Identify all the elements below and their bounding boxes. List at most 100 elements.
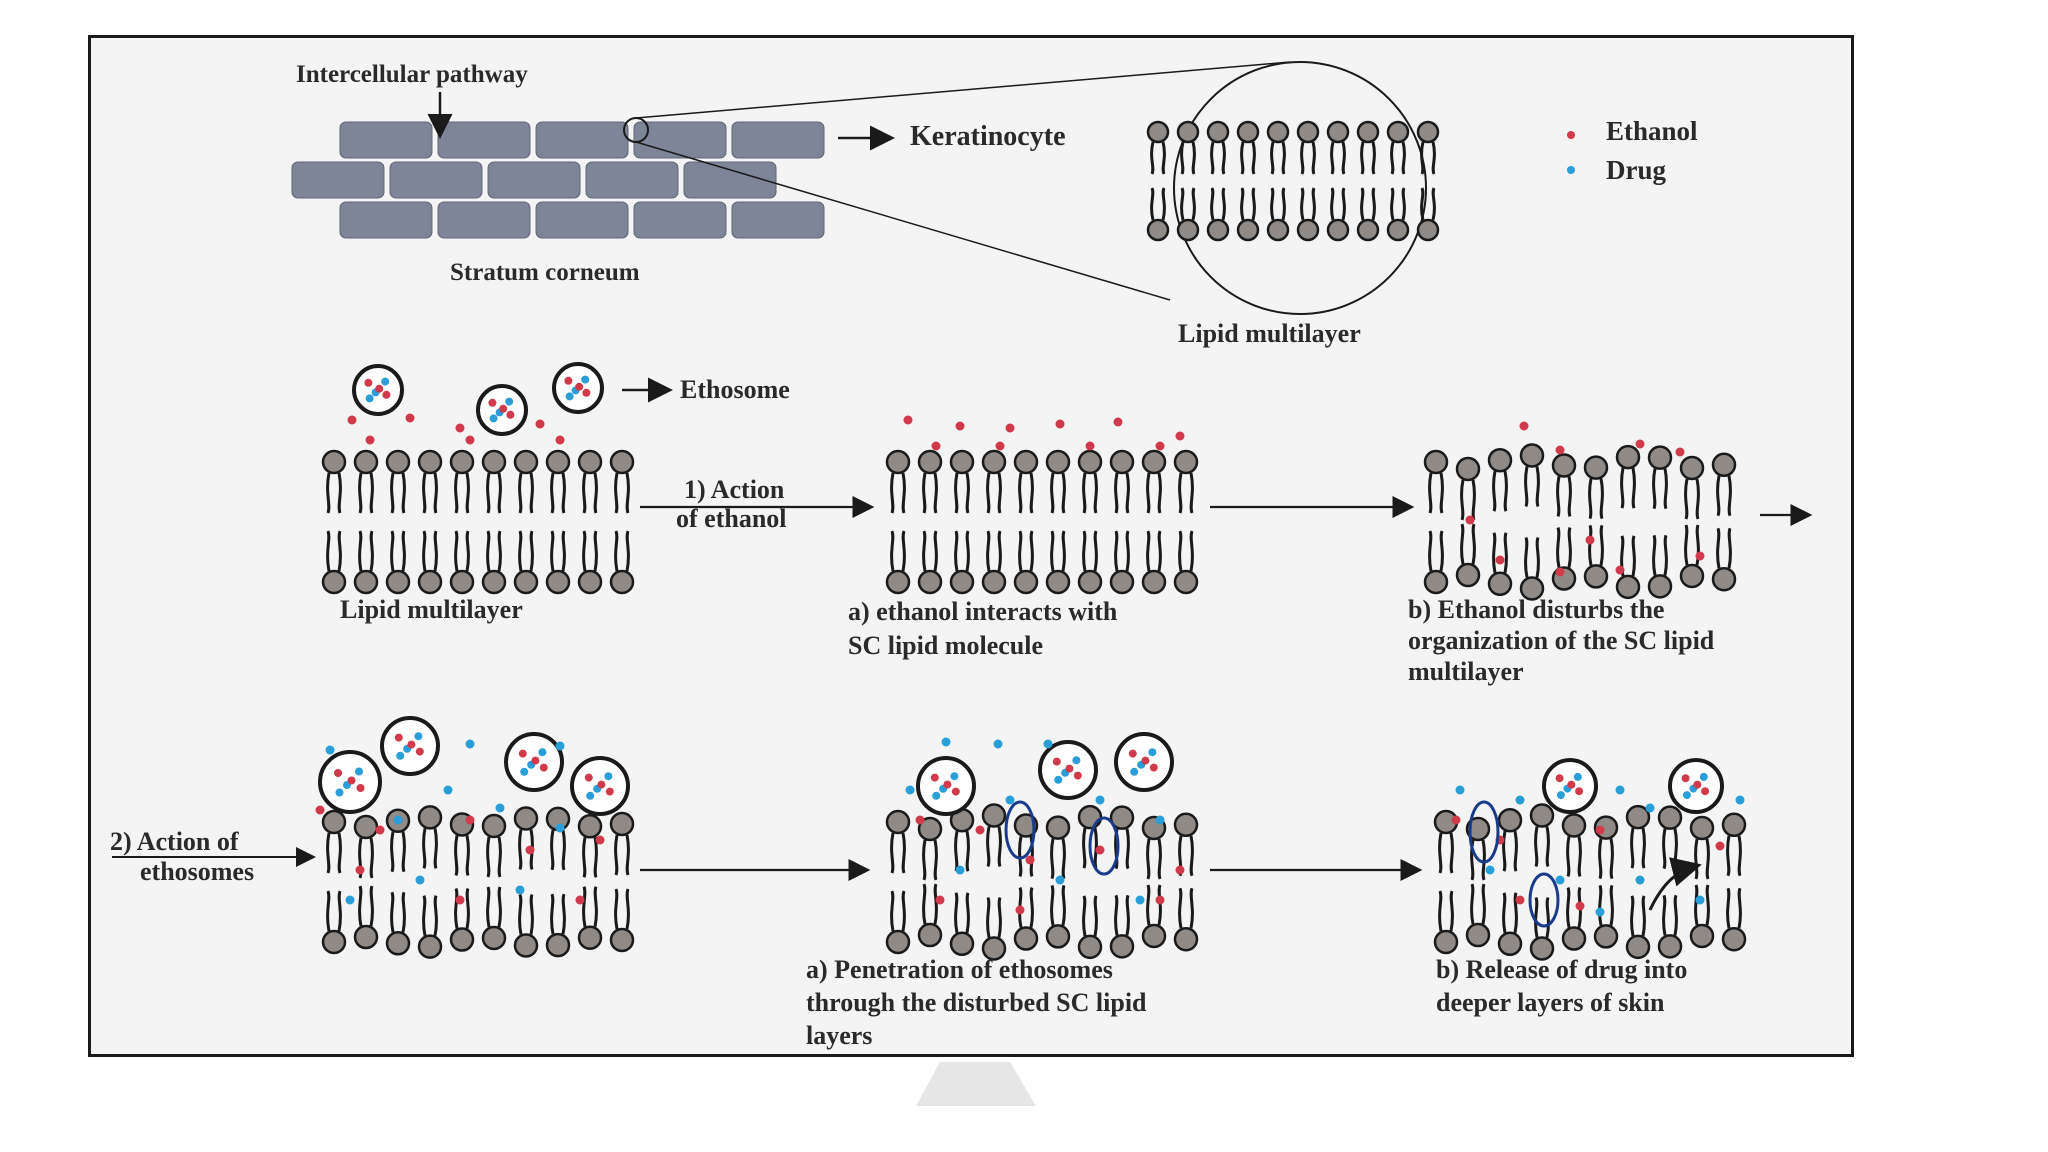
ethanol-dot (555, 435, 565, 445)
drug-dot (1054, 775, 1063, 784)
lipid-head (1583, 564, 1609, 589)
drug-dot (1155, 815, 1165, 825)
lipid-head (353, 814, 379, 840)
lipid-tail (1524, 536, 1540, 578)
lipid-head (449, 927, 475, 952)
lipid-head (1326, 218, 1350, 242)
ethanol-dot (1015, 905, 1025, 915)
lipid-head (981, 803, 1007, 828)
lipid-tail (1114, 530, 1130, 572)
ethanol-dot (535, 419, 545, 429)
lipid-tail (422, 472, 438, 514)
lipid-head (917, 449, 943, 475)
ethanol-dot (975, 825, 985, 835)
lipid-tail (1050, 884, 1066, 926)
ethanol-dot (597, 780, 606, 789)
penetrating-ethosome (1468, 800, 1500, 864)
ethanol-dot (415, 747, 424, 756)
drug-dot (955, 865, 965, 875)
brick (437, 121, 531, 159)
lipid-tail (954, 530, 970, 572)
lipid-head (449, 449, 475, 475)
drug-dot (1735, 795, 1745, 805)
lipid-head (1711, 566, 1737, 592)
lipid-tail (1460, 523, 1476, 565)
lipid-tail (326, 472, 342, 514)
ethanol-dot (1113, 417, 1123, 427)
lipid-head (577, 449, 603, 475)
lipid-tail (326, 832, 342, 874)
ethanol-dot (347, 776, 356, 785)
lipid-head (1721, 812, 1747, 838)
lipid-tail (1534, 826, 1550, 868)
lipid-tail (1492, 470, 1508, 512)
ethanol-dot (1141, 756, 1150, 765)
lipid-head (885, 569, 911, 595)
lipid-tail (1180, 187, 1196, 221)
lipid-tail (1662, 828, 1678, 870)
lipid-head (1423, 449, 1449, 475)
lipid-tail (1716, 527, 1732, 569)
lipid-head (1487, 571, 1513, 597)
lipid-tail (1502, 892, 1518, 934)
lipid-tail (1470, 883, 1486, 925)
drug-dot (505, 397, 514, 406)
drug-dot (932, 791, 941, 800)
lipid-tail (326, 530, 342, 572)
lipid-head (1529, 936, 1555, 961)
drug-dot (415, 875, 425, 885)
drug-dot (1095, 795, 1105, 805)
lipid-tail (550, 530, 566, 572)
legend-drug-dot (1567, 166, 1575, 174)
lipid-head (1206, 218, 1230, 242)
drug-dot (1005, 795, 1015, 805)
ethanol-dot (455, 423, 465, 433)
lipid-head (981, 936, 1007, 961)
lipid-tail (1146, 472, 1162, 514)
lipid-tail (890, 530, 906, 572)
ethanol-dot (356, 784, 365, 792)
lipid-tail (1438, 890, 1454, 932)
ethanol-dot (1451, 815, 1461, 825)
lipid-head (1176, 218, 1200, 242)
drug-dot (365, 394, 374, 403)
lipid-tail (390, 472, 406, 514)
drug-dot (1148, 748, 1157, 757)
ethanol-dot (1693, 780, 1702, 789)
lipid-head (949, 449, 975, 475)
lipid-tail (1146, 530, 1162, 572)
lipid-tail (1598, 838, 1614, 880)
lipid-head (1266, 120, 1290, 144)
lipid-tail (1620, 467, 1636, 509)
lipid-tail (1114, 472, 1130, 514)
stratum-corneum-label: Stratum corneum (450, 259, 640, 286)
drug-dot (1130, 767, 1139, 776)
lipid-tail (1178, 887, 1194, 929)
lipid-tail (358, 530, 374, 572)
lipid-head (1206, 120, 1230, 144)
lipid-head (513, 933, 539, 958)
ethanol-dot (931, 441, 941, 451)
ethanol-dot (1555, 445, 1565, 455)
lipid-head (1013, 813, 1039, 838)
lipid-head (417, 934, 443, 959)
lipid-tail (582, 530, 598, 572)
ethanol-dot (1567, 780, 1576, 789)
row2-penetrating-ethosomes-lipids (885, 803, 1199, 961)
lipid-tail (986, 826, 1002, 868)
lipid-head (1529, 803, 1555, 828)
lipid-head (1433, 929, 1459, 955)
row1-lipid-multilayer (321, 449, 635, 595)
lipid-tail (1146, 838, 1162, 880)
lipid-tail (518, 893, 534, 935)
lipid-head (1173, 449, 1199, 475)
ethanol-dot (935, 895, 945, 905)
lipid-tail (1240, 187, 1256, 221)
lipid-tail (922, 472, 938, 514)
drug-dot (1455, 785, 1465, 795)
drug-dot (1515, 795, 1525, 805)
ethanol-dot (405, 413, 415, 423)
brick (585, 161, 679, 199)
intercellular-pathway-label: Intercellular pathway (296, 61, 528, 88)
lipid-head (577, 925, 603, 950)
